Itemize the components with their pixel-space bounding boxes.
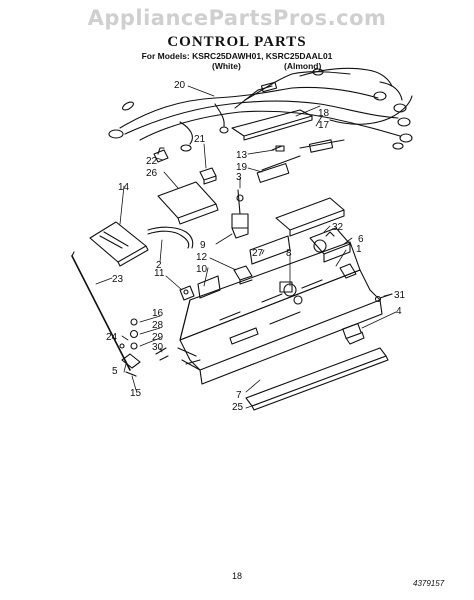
page-number: 18 [232, 571, 243, 581]
variant-almond: (Almond) [284, 61, 322, 71]
watermark: AppliancePartsPros.com [87, 6, 387, 30]
callout-19: 19 [236, 162, 248, 173]
sensor-assembly [256, 139, 345, 183]
callout-27: 27 [252, 248, 264, 259]
callout-2: 2 [156, 260, 162, 271]
bracket-part [153, 147, 169, 163]
callout-4: 4 [396, 306, 402, 317]
panel-10 [197, 275, 221, 299]
callout-31: 31 [394, 290, 406, 301]
panel-27 [249, 235, 291, 265]
callout-29: 29 [152, 332, 164, 343]
trim-strip [245, 347, 389, 411]
callout-labels: 20 18 17 21 13 22 26 19 3 14 32 6 9 12 2… [106, 80, 406, 413]
document-number: 4379157 [413, 579, 445, 588]
control-plate [231, 109, 313, 141]
callout-17: 17 [318, 120, 330, 131]
callout-13: 13 [236, 150, 248, 161]
control-housing [179, 241, 383, 385]
callout-21: 21 [194, 134, 206, 145]
tube-part [147, 226, 194, 249]
callout-24: 24 [106, 332, 118, 343]
leader-lines [95, 85, 397, 409]
light-shield [157, 181, 219, 225]
rod-part [71, 251, 131, 371]
callout-20: 20 [174, 80, 186, 91]
callout-16: 16 [152, 308, 164, 319]
callout-25: 25 [232, 402, 244, 413]
callout-3: 3 [236, 172, 242, 183]
model-list: For Models: KSRC25DAWH01, KSRC25DAAL01 [141, 51, 333, 61]
callout-23: 23 [112, 274, 124, 285]
callout-7: 7 [236, 390, 242, 401]
callout-12: 12 [196, 252, 208, 263]
temperature-control [275, 197, 351, 263]
callout-6: 6 [358, 234, 364, 245]
variant-white: (White) [212, 61, 241, 71]
lower-panel [177, 347, 201, 371]
socket-part [179, 285, 195, 301]
callout-11: 11 [154, 268, 165, 279]
callout-18: 18 [318, 108, 330, 119]
callout-15: 15 [130, 388, 142, 399]
callout-1: 1 [356, 244, 362, 255]
callout-32: 32 [332, 222, 344, 233]
control-cover [89, 221, 149, 267]
callout-14: 14 [118, 182, 130, 193]
callout-26: 26 [146, 168, 158, 179]
switch-part [231, 189, 249, 239]
page-title: CONTROL PARTS [167, 34, 307, 50]
hardware-parts [119, 318, 169, 377]
light-switch [342, 323, 365, 345]
callout-9: 9 [200, 240, 206, 251]
callout-28: 28 [152, 320, 164, 331]
callout-5: 5 [112, 366, 118, 377]
callout-8: 8 [286, 248, 292, 259]
callout-10: 10 [196, 264, 208, 275]
callout-22: 22 [146, 156, 158, 167]
clip-part [199, 167, 217, 185]
wire-harness [108, 67, 413, 152]
callout-30: 30 [152, 342, 164, 353]
